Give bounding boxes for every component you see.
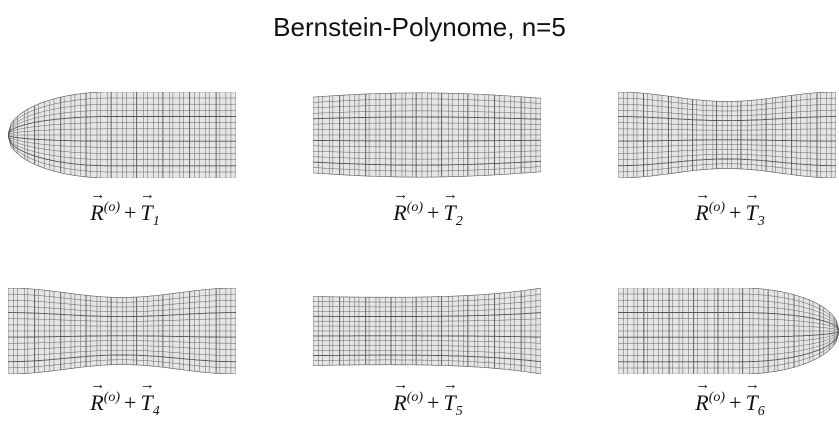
- mesh-line-horizontal: [313, 98, 541, 104]
- mesh-line-horizontal: [313, 354, 541, 363]
- mesh-line-horizontal: [8, 359, 236, 369]
- mesh-line-horizontal: [8, 128, 236, 136]
- mesh-line-horizontal: [618, 312, 839, 331]
- mesh-line-horizontal: [8, 318, 236, 322]
- label-panel-2: R(o)+T2: [318, 200, 538, 230]
- mesh-line-horizontal: [618, 122, 836, 126]
- mesh-line-horizontal: [618, 318, 839, 331]
- mesh-line-horizontal: [313, 155, 541, 160]
- mesh-line-horizontal: [8, 324, 236, 327]
- mesh-line-horizontal: [618, 104, 836, 112]
- mesh-line-horizontal: [8, 293, 236, 303]
- label-panel-3: R(o)+T3: [620, 200, 839, 230]
- mesh-line-horizontal: [618, 306, 839, 331]
- figure-title: Bernstein-Polynome, n=5: [273, 12, 566, 42]
- mesh-line-horizontal: [8, 135, 236, 160]
- mesh-line-horizontal: [8, 340, 236, 344]
- mesh-line-horizontal: [313, 306, 541, 312]
- mesh-line-horizontal: [618, 153, 836, 160]
- mesh-line-horizontal: [8, 345, 236, 350]
- mesh-line-horizontal: [313, 160, 541, 166]
- mesh-line-horizontal: [618, 110, 836, 117]
- mesh-line-horizontal: [618, 331, 839, 344]
- mesh-line-horizontal: [313, 318, 541, 322]
- mesh-line-horizontal: [8, 312, 236, 318]
- mesh-line-horizontal: [313, 312, 541, 317]
- mesh-panel-2: [313, 92, 541, 178]
- mesh-line-horizontal: [8, 354, 236, 363]
- mesh-line-horizontal: [313, 340, 541, 344]
- mesh-line-horizontal: [8, 122, 236, 135]
- mesh-line-horizontal: [618, 331, 839, 356]
- mesh-line-horizontal: [618, 331, 839, 350]
- mesh-line-horizontal: [313, 145, 541, 148]
- mesh-line-horizontal: [313, 110, 541, 115]
- mesh-line-horizontal: [8, 135, 236, 154]
- mesh-line-horizontal: [313, 139, 541, 142]
- mesh-line-horizontal: [313, 150, 541, 154]
- mesh-line-horizontal: [618, 144, 836, 148]
- mesh-line-horizontal: [8, 300, 236, 308]
- mesh-panel-1: [8, 92, 236, 178]
- mesh-panel-3: [618, 92, 836, 178]
- mesh-line-horizontal: [313, 293, 541, 303]
- mesh-line-horizontal: [618, 163, 836, 173]
- mesh-line-horizontal: [8, 335, 236, 338]
- label-panel-5: R(o)+T5: [318, 390, 538, 420]
- mesh-line-horizontal: [8, 110, 236, 135]
- mesh-line-horizontal: [313, 300, 541, 308]
- mesh-line-horizontal: [618, 128, 836, 131]
- mesh-line-horizontal: [618, 97, 836, 107]
- mesh-line-horizontal: [313, 128, 541, 130]
- mesh-line-horizontal: [8, 135, 236, 148]
- mesh-line-horizontal: [8, 349, 236, 356]
- mesh-line-horizontal: [8, 135, 236, 167]
- mesh-line-horizontal: [618, 149, 836, 154]
- mesh-line-horizontal: [8, 103, 236, 135]
- mesh-line-horizontal: [313, 350, 541, 356]
- mesh-line-horizontal: [618, 116, 836, 122]
- label-panel-1: R(o)+T1: [15, 200, 235, 230]
- mesh-line-horizontal: [313, 116, 541, 120]
- mesh-line-horizontal: [618, 139, 836, 142]
- mesh-line-horizontal: [313, 335, 541, 338]
- label-panel-6: R(o)+T6: [620, 390, 839, 420]
- mesh-line-horizontal: [618, 331, 839, 369]
- mesh-panel-4: [8, 288, 236, 374]
- mesh-panel-5: [313, 288, 541, 374]
- mesh-line-horizontal: [618, 331, 839, 363]
- mesh-line-horizontal: [313, 104, 541, 109]
- mesh-line-horizontal: [618, 158, 836, 167]
- mesh-line-horizontal: [618, 293, 839, 331]
- mesh-line-horizontal: [8, 116, 236, 135]
- mesh-line-horizontal: [313, 359, 541, 369]
- mesh-line-horizontal: [313, 122, 541, 125]
- mesh-line-horizontal: [8, 134, 236, 142]
- mesh-line-horizontal: [8, 135, 236, 173]
- mesh-line-horizontal: [313, 345, 541, 350]
- mesh-line-horizontal: [618, 324, 839, 332]
- label-panel-4: R(o)+T4: [15, 390, 235, 420]
- mesh-line-horizontal: [313, 324, 541, 327]
- mesh-line-horizontal: [313, 166, 541, 172]
- mesh-line-horizontal: [618, 299, 839, 331]
- mesh-line-horizontal: [618, 330, 839, 338]
- mesh-panel-6: [618, 288, 839, 374]
- mesh-line-horizontal: [8, 306, 236, 313]
- mesh-line-horizontal: [8, 97, 236, 135]
